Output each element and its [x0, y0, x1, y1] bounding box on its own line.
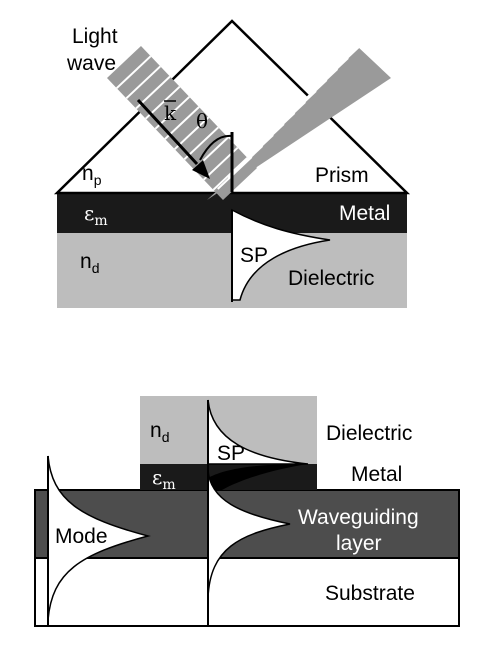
bottom-metal-label: Metal	[351, 463, 402, 486]
top-sp-label: SP	[240, 244, 268, 267]
bottom-dielectric-label: Dielectric	[326, 422, 412, 445]
top-dielectric-label: Dielectric	[288, 267, 374, 290]
top-metal-permittivity-label: εm	[84, 201, 108, 229]
substrate-label: Substrate	[325, 582, 415, 605]
guided-mode-profile	[47, 455, 151, 621]
waveguiding-label-line1: Waveguiding	[298, 506, 419, 529]
beam-stripe	[183, 126, 220, 161]
incidence-angle-arc	[199, 134, 233, 161]
bottom-sp-label: SP	[217, 442, 245, 465]
light-label-line2: wave	[66, 52, 116, 75]
prism-configuration: Light wave k θ np Prism εm Metal nd SP D…	[53, 19, 411, 308]
angle-label: θ	[196, 109, 208, 133]
mode-label: Mode	[55, 525, 108, 548]
bottom-sp-field-profile	[207, 399, 309, 465]
bottom-dielectric-index-label: nd	[150, 419, 169, 445]
beam-stripe	[212, 157, 249, 191]
wavevector-arrow	[136, 98, 210, 179]
waveguide-configuration: nd SP Dielectric εm Metal Mode Waveguidi…	[34, 396, 460, 627]
prism-label: Prism	[315, 164, 369, 187]
bottom-metal-permittivity-label: εm	[152, 465, 176, 493]
top-metal-label: Metal	[339, 202, 390, 225]
reflected-light-beam	[207, 24, 391, 200]
beam-stripe	[115, 55, 152, 89]
coupled-mode-profile	[207, 469, 291, 599]
metal-sp-field-profile	[208, 464, 308, 490]
light-label-line1: Light	[72, 25, 118, 48]
prism-index-label: np	[82, 162, 102, 188]
wavevector-label: k	[164, 101, 177, 125]
top-sp-field-profile	[231, 208, 331, 301]
substrate-layer	[34, 557, 460, 627]
top-dielectric-index-label: nd	[80, 250, 99, 276]
waveguiding-label-line2: layer	[336, 532, 382, 555]
beam-stripe	[345, 24, 381, 58]
beam-stripe	[125, 65, 162, 100]
